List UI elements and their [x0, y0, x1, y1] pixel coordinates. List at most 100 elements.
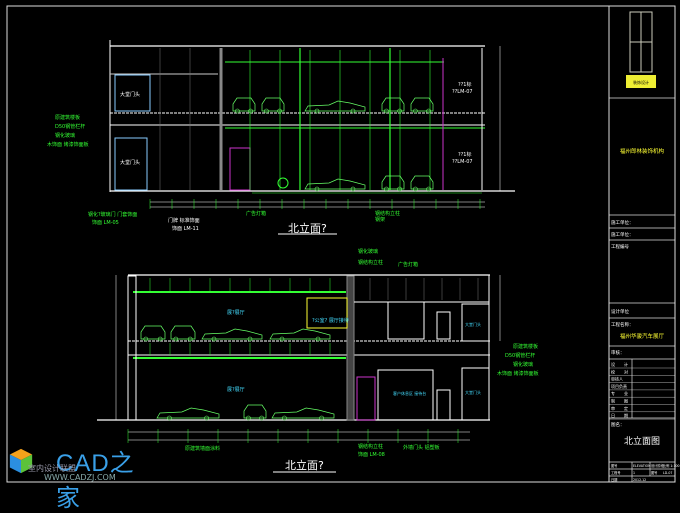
wheel: [247, 336, 253, 342]
wheel: [350, 186, 356, 192]
car-body: [304, 178, 366, 190]
wheel: [384, 186, 389, 192]
callout-4: 木饰面 烤漆饰面板: [47, 141, 89, 148]
wheel: [397, 186, 402, 192]
plant-icon: [277, 177, 289, 189]
wheel: [413, 186, 418, 192]
wheel: [426, 108, 431, 114]
info-cell: 工程号: [611, 470, 621, 475]
field-project-number: 工程编号: [611, 243, 629, 250]
right-callout-1: 原建筑楼板: [513, 343, 538, 350]
company-name: 福州郎林装饰机构: [620, 147, 665, 155]
car-icon: [381, 175, 405, 192]
cadzj-cube-icon: [9, 448, 33, 474]
top-callout-3: 广告灯箱: [398, 261, 418, 268]
callout-1: 原建筑楼板: [55, 114, 80, 121]
designer-label: 设计单位: [611, 308, 629, 315]
material-tag-upper-b: ??LM-07: [452, 89, 473, 95]
table-cell: 制: [611, 398, 615, 404]
info-cell: 2012.12: [633, 478, 646, 482]
office-label: ?公室? 展厅接待: [312, 317, 349, 324]
wheel: [350, 108, 356, 114]
info-cell: ELEVATION: [633, 464, 651, 468]
right-room-upper: 大堂门头: [465, 321, 481, 327]
info-cell: 日期: [611, 477, 617, 482]
wheel: [211, 336, 217, 342]
generated-linework: [127, 48, 481, 443]
right-callout-2: D50钢管栏杆: [505, 352, 535, 359]
car-body: [232, 97, 256, 112]
wheel: [314, 108, 320, 114]
car-body: [201, 328, 263, 340]
wheel: [277, 108, 282, 114]
table-cell: 定: [624, 405, 628, 411]
upper-hall-label: 展?展厅: [227, 310, 245, 316]
table-cell: 设: [611, 361, 615, 367]
car-body: [170, 325, 196, 340]
callout-3: 钢化玻璃: [55, 132, 75, 139]
wheel: [282, 415, 287, 421]
right-callout-4: 木饰面 烤漆饰面板: [497, 370, 539, 377]
table-cell: 审核人: [611, 376, 623, 382]
top-elevation: [109, 40, 515, 235]
car-icon: [381, 97, 405, 114]
field-contractor-1: 施工单位：: [611, 219, 634, 226]
room-label-lower: 大堂门头: [120, 159, 140, 166]
car-body: [156, 407, 220, 419]
info-cell: 图号: [651, 470, 657, 475]
note-6: 钢结构立柱: [375, 210, 400, 217]
table-cell: 期: [624, 412, 628, 418]
top-callout-2: 钢结构立柱: [358, 259, 383, 266]
wheel: [157, 336, 163, 342]
note-2: 饰面 LM-05: [92, 219, 119, 226]
review-label: 审核：: [611, 349, 625, 356]
car-body: [304, 100, 366, 112]
note-1: 钢化?玻璃门 门套饰面: [88, 211, 137, 218]
car-body: [269, 328, 331, 340]
table-cell: 对: [624, 368, 628, 374]
note-3: 门牌 标准饰面: [168, 217, 200, 224]
car-body: [410, 175, 434, 190]
right-callout-3: 钢化玻璃: [513, 361, 533, 368]
info-cell: 图号: [611, 463, 617, 468]
info-cell: 1: [633, 471, 635, 475]
car-icon: [304, 178, 366, 192]
watermark-url: WWW.CADZJ.COM: [44, 473, 116, 482]
table-cell: 项目负责: [611, 383, 627, 389]
wheel: [259, 415, 264, 421]
project-label: 工程名称：: [611, 321, 634, 328]
watermark-tagline: 室内设计联盟: [28, 464, 76, 473]
drawing-name-label: 图名：: [611, 421, 625, 428]
title-block: [609, 97, 675, 482]
table-cell: 审: [611, 405, 615, 411]
table-cell: 日: [611, 413, 615, 418]
bottom-elevation-title: 北立面?: [285, 458, 324, 472]
car-icon: [269, 328, 331, 342]
car-icon: [243, 404, 267, 421]
wheel: [143, 336, 149, 342]
wheel: [314, 186, 320, 192]
wheel: [248, 108, 253, 114]
table-cell: 专: [611, 390, 615, 396]
logo-subtitle: 装饰设计: [633, 79, 649, 85]
note-4: 饰面 LM-11: [172, 225, 199, 232]
car-icon: [261, 97, 285, 114]
car-body: [261, 97, 285, 112]
wheel: [397, 108, 402, 114]
top-callout-1: 钢化玻璃: [358, 248, 378, 255]
car-icon: [304, 100, 366, 114]
wheel: [413, 108, 418, 114]
car-icon: [271, 407, 335, 421]
note-5: 广告灯箱: [246, 210, 266, 217]
wheel: [264, 108, 269, 114]
material-tag-lower-a: ??1标: [458, 151, 472, 158]
wheel: [173, 336, 179, 342]
project-name: 福州华骏汽车展厅: [620, 332, 665, 340]
right-room-lower: 大堂门头: [465, 389, 481, 395]
wheel: [384, 108, 389, 114]
wheel: [167, 415, 172, 421]
wheel: [246, 415, 251, 421]
bottom-elevation: [97, 274, 501, 473]
car-icon: [170, 325, 196, 342]
bottom-note-1: 原建筑墙面涂料: [185, 445, 220, 452]
